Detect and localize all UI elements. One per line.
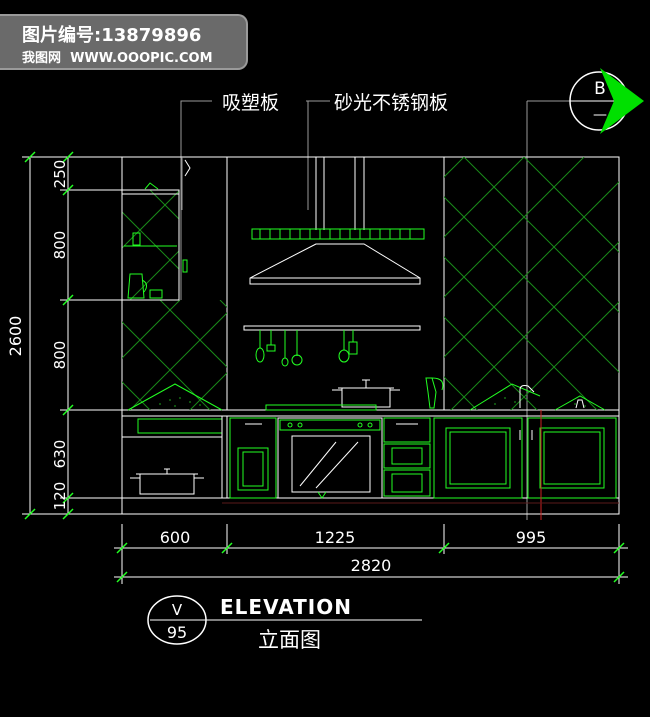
- cabinet-door-left-panel: [237, 447, 269, 491]
- dim-total-width: 2820: [351, 556, 392, 575]
- lower-right-cabinets: [433, 417, 617, 499]
- hood-grill-bar: [251, 228, 425, 240]
- dim-segment-1: 250: [51, 160, 69, 189]
- material-leaders: [180, 100, 330, 300]
- watermark-site-url: WWW.OOOPIC.COM: [70, 51, 213, 66]
- faucet-icon: [519, 385, 535, 408]
- bracket-icon: [184, 159, 191, 177]
- title-circle-top: V: [172, 601, 183, 619]
- rail-bar: [243, 325, 421, 331]
- kettle-icon: [127, 273, 145, 299]
- material-label-left: 吸塑板: [222, 92, 279, 114]
- hook-icon: [144, 182, 159, 190]
- drawer-left: [137, 418, 223, 434]
- jar-icon: [132, 232, 141, 246]
- cooktop-icon: [265, 404, 377, 411]
- strainer-icon: [291, 354, 303, 366]
- oven-control-panel: [279, 419, 381, 431]
- watermark-site-name: 我图网: [22, 51, 62, 66]
- wall-cabinet: [121, 157, 183, 301]
- left-upper-tile-pattern: [122, 190, 179, 300]
- stock-pot-icon: [139, 473, 195, 495]
- title-block: V 95 ELEVATION 立面图: [147, 595, 422, 652]
- countertop-objects: [265, 377, 585, 411]
- section-marker: B —: [526, 68, 644, 520]
- dim-segment-3: 800: [51, 341, 69, 370]
- elevation-frame: [121, 156, 620, 515]
- oven-window: [291, 435, 371, 493]
- cabinet-door-right-1: [433, 417, 523, 499]
- cabinet-door-right-2-panel: [539, 427, 605, 489]
- leader-line-left: [180, 100, 212, 300]
- bottom-dimension-chain: [114, 524, 628, 584]
- title-english: ELEVATION: [220, 595, 352, 619]
- title-circle-bottom: 95: [167, 623, 187, 642]
- material-label-right: 砂光不锈钢板: [334, 92, 448, 114]
- spoon-icon: [281, 357, 289, 367]
- right-tile-pattern: [444, 157, 619, 410]
- watermark-badge: 图片编号:13879896 我图网 WWW.OOOPIC.COM: [0, 14, 248, 70]
- left-dimension-ticks: [24, 151, 74, 520]
- watermark-line-2: 我图网 WWW.OOOPIC.COM: [22, 47, 213, 66]
- dim-segment-2: 800: [51, 231, 69, 260]
- backsplash-triangles: [127, 383, 606, 411]
- turner-icon: [348, 341, 358, 355]
- soap-dispenser-icon: [575, 399, 585, 409]
- drawer-middle: [383, 443, 431, 469]
- hanging-utensils: [255, 330, 358, 367]
- left-dimension-chain: [22, 156, 122, 515]
- section-marker-sub: —: [593, 107, 607, 123]
- watermark-line-1: 图片编号:13879896: [22, 21, 201, 47]
- wall-cabinet-items: [127, 159, 191, 299]
- blender-icon: [425, 377, 437, 409]
- cooking-pot-icon: [341, 387, 391, 408]
- left-tile-pattern: [122, 300, 227, 410]
- watermark-id-number: 13879896: [101, 25, 202, 46]
- dim-width-1: 600: [160, 528, 191, 547]
- drawer-top: [383, 417, 431, 443]
- cabinet-handle-icon: [182, 259, 188, 273]
- ladle-icon-2: [338, 349, 350, 363]
- watermark-id-label: 图片编号:: [22, 25, 102, 46]
- cup-icon: [149, 289, 163, 299]
- oven: [277, 417, 383, 499]
- section-marker-letter: B: [594, 79, 606, 99]
- lower-left-cabinet: [121, 415, 228, 499]
- utensil-rail: [243, 325, 421, 367]
- drawer-bottom: [383, 469, 431, 497]
- range-hood: [249, 157, 425, 285]
- cabinet-door-right-1-panel: [445, 427, 511, 489]
- wall-cabinet-frame: [121, 189, 180, 301]
- title-chinese: 立面图: [258, 628, 321, 652]
- cabinet-door-left: [229, 417, 277, 499]
- spatula-icon: [266, 344, 276, 352]
- bottom-dimension-ticks: [116, 542, 625, 583]
- section-marker-arrow-icon: [600, 68, 644, 134]
- cabinet-door-right-2: [527, 417, 617, 499]
- dim-segment-5: 120: [51, 482, 69, 511]
- ladle-icon: [255, 347, 265, 363]
- dim-total-height: 2600: [6, 316, 25, 357]
- dim-width-2: 1225: [315, 528, 356, 547]
- backsplash-dots: [159, 397, 586, 407]
- lower-middle-cabinets: [229, 417, 431, 499]
- dim-segment-4: 630: [51, 440, 69, 469]
- dim-width-3: 995: [516, 528, 547, 547]
